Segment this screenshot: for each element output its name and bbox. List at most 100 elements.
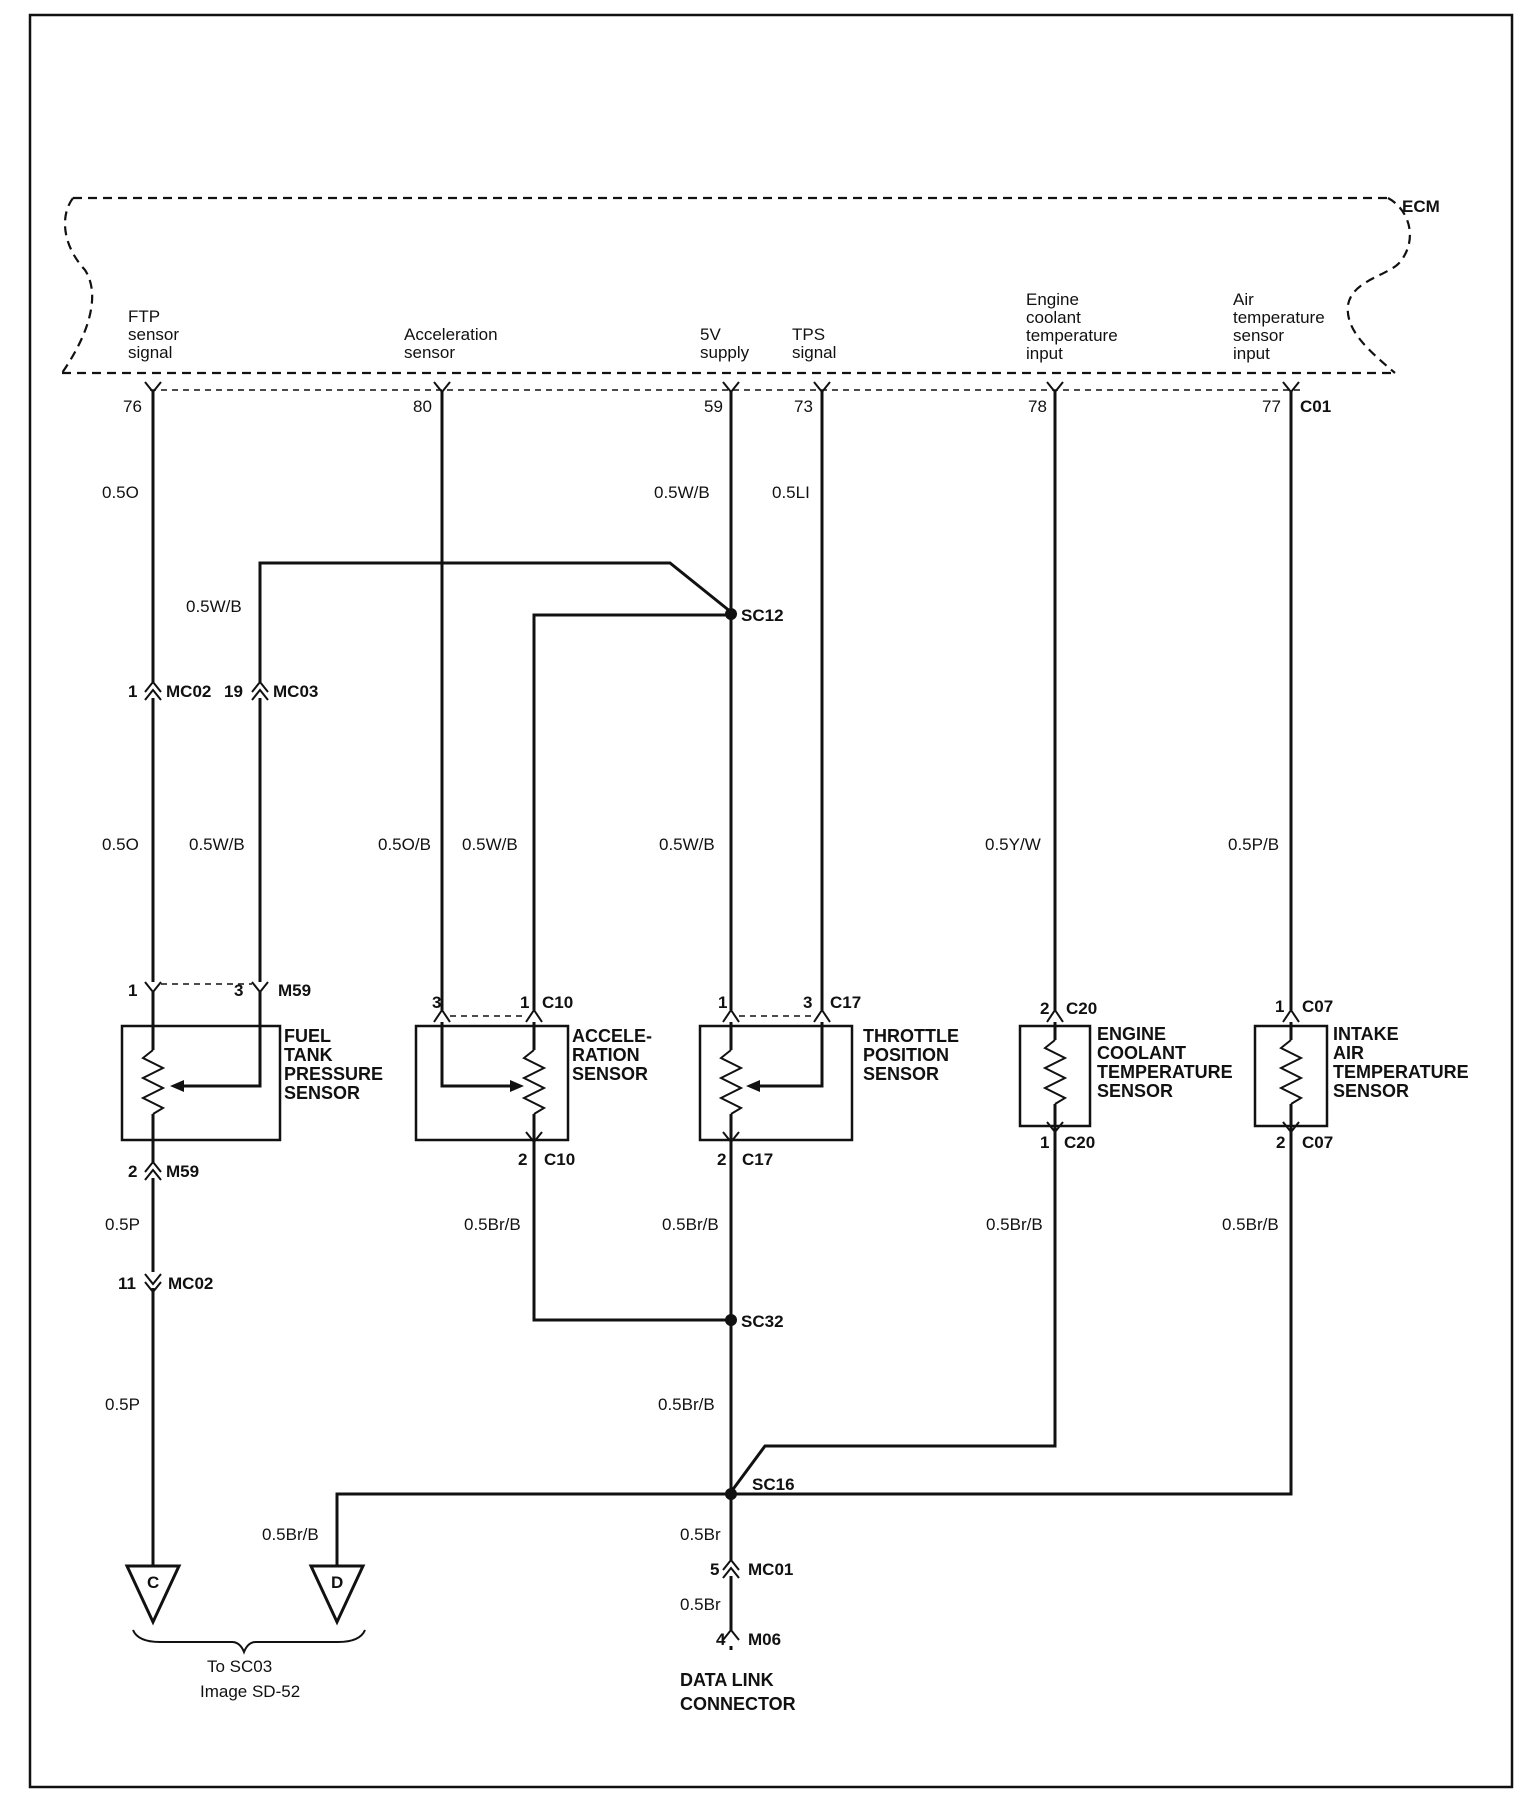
ftp-sensor-label: FUEL TANK PRESSURE SENSOR (284, 1026, 388, 1103)
ecm-pin-label-ect: Engine coolant temperature input (1026, 290, 1122, 363)
wire-label-ftp-supply-mid: 0.5W/B (189, 835, 245, 854)
splice-dot-sc32 (725, 1314, 737, 1326)
ecm-pin-label-accel: Acceleration sensor (404, 325, 502, 362)
connector-mc02-bottom (144, 1273, 162, 1294)
connector-c10-bottom-pin: 2 (518, 1150, 527, 1169)
connector-c10-pin3: 3 (432, 993, 441, 1012)
wire-label-iat-signal: 0.5P/B (1228, 835, 1279, 854)
connector-c17-bottom-name: C17 (742, 1150, 773, 1169)
wire-label-sc32-sc16: 0.5Br/B (658, 1395, 715, 1414)
connector-c10-name: C10 (542, 993, 573, 1012)
wire-label-ftp-mid: 0.5O (102, 835, 139, 854)
wire-label-iat-ground: 0.5Br/B (1222, 1215, 1279, 1234)
connector-c20-top-name: C20 (1066, 999, 1097, 1018)
connector-c07-top-name: C07 (1302, 997, 1333, 1016)
connector-m59-pin1: 1 (128, 981, 137, 1000)
connector-mc01 (722, 1558, 740, 1579)
wire-label-ect-ground: 0.5Br/B (986, 1215, 1043, 1234)
connector-mc02-top-pin: 1 (128, 682, 137, 701)
outer-frame (28, 13, 1514, 1789)
ecm-pin-number-80: 80 (413, 397, 432, 416)
splice-dot-sc16 (725, 1488, 737, 1500)
connector-m59-bottom-name: M59 (166, 1162, 199, 1181)
connector-mc02-bottom-pin: 11 (118, 1274, 136, 1293)
accel-sensor (414, 1008, 570, 1144)
connector-m59-bottom (144, 1160, 162, 1181)
tps-sensor-label: THROTTLE POSITION SENSOR (863, 1026, 964, 1084)
iat-sensor-label: INTAKE AIR TEMPERATURE SENSOR (1333, 1024, 1474, 1101)
wire-label-supply: 0.5W/B (654, 483, 710, 502)
wire-label-ftp-ground-lower: 0.5P (105, 1395, 140, 1414)
connector-mc01-pin: 5 (710, 1560, 719, 1579)
connector-c07-bottom-pin: 2 (1276, 1133, 1285, 1152)
ground-note: To SC03 Image SD-52 (200, 1657, 300, 1701)
wire-label-accel-supply: 0.5W/B (462, 835, 518, 854)
ecm-pin-label-iat: Air temperature sensor input (1233, 290, 1329, 363)
wire-label-ftp-supply-top: 0.5W/B (186, 597, 242, 616)
ftp-sensor (120, 981, 282, 1142)
connector-c17-bottom-pin: 2 (717, 1150, 726, 1169)
wire-label-tps-ground: 0.5Br/B (662, 1215, 719, 1234)
ecm-label: ECM (1402, 197, 1440, 216)
wire-label-ftp-top: 0.5O (102, 483, 139, 502)
connector-m59-pin3: 3 (234, 981, 243, 1000)
ecm-pin-label-supply: 5V supply (700, 325, 750, 362)
ecm-pin-number-73: 73 (794, 397, 813, 416)
dlc-label: DATA LINK CONNECTOR (680, 1670, 796, 1714)
tps-sensor (698, 1008, 854, 1144)
connector-mc03 (251, 680, 269, 701)
connector-c10-bottom-name: C10 (544, 1150, 575, 1169)
ground-brace (132, 1629, 366, 1655)
wire-label-ect-signal: 0.5Y/W (985, 835, 1041, 854)
wire-label-tps-supply: 0.5W/B (659, 835, 715, 854)
connector-c17-name: C17 (830, 993, 861, 1012)
connector-c17-pin1: 1 (718, 993, 727, 1012)
wire-label-tps: 0.5LI (772, 483, 810, 502)
connector-c10-pin1: 1 (520, 993, 529, 1012)
iat-sensor (1253, 1008, 1329, 1134)
wire-label-ftp-ground-upper: 0.5P (105, 1215, 140, 1234)
connector-mc02-top (144, 680, 162, 701)
connector-c20-top-pin: 2 (1040, 999, 1049, 1018)
ecm-pin-number-78: 78 (1028, 397, 1047, 416)
ect-sensor-label: ENGINE COOLANT TEMPERATURE SENSOR (1097, 1024, 1238, 1101)
connector-m59-name: M59 (278, 981, 311, 1000)
connector-c07-top-pin: 1 (1275, 997, 1284, 1016)
ground-c (124, 1564, 182, 1626)
connector-c07-bottom-name: C07 (1302, 1133, 1333, 1152)
ect-sensor (1018, 1008, 1092, 1134)
splice-label-sc12: SC12 (741, 606, 784, 625)
connector-mc01-name: MC01 (748, 1560, 793, 1579)
accel-sensor-label: ACCELE- RATION SENSOR (572, 1026, 657, 1084)
connector-mc03-name: MC03 (273, 682, 318, 701)
ecm-pin-label-ftp: FTP sensor signal (128, 307, 184, 362)
ground-d-label: D (331, 1573, 343, 1592)
splice-label-sc16: SC16 (752, 1475, 795, 1494)
wire-label-dlc-lower: 0.5Br (680, 1595, 721, 1614)
connector-mc02-top-name: MC02 (166, 682, 211, 701)
splice-label-sc32: SC32 (741, 1312, 784, 1331)
ecm-boundary (61, 196, 1411, 391)
wires (151, 392, 1293, 1650)
connector-m06-name: M06 (748, 1630, 781, 1649)
connector-m06-pin: 4 (716, 1630, 726, 1649)
ecm-connector-c01: C01 (1300, 397, 1331, 416)
wire-label-accel-signal: 0.5O/B (378, 835, 431, 854)
ecm-pin-label-tps: TPS signal (792, 325, 836, 362)
connector-mc02-bottom-name: MC02 (168, 1274, 213, 1293)
ground-d (308, 1564, 366, 1626)
connector-mc03-pin: 19 (224, 682, 243, 701)
connector-m06 (722, 1628, 740, 1641)
connector-m59-bottom-pin: 2 (128, 1162, 137, 1181)
ecm-pin-number-77: 77 (1262, 397, 1281, 416)
ecm-pin-number-76: 76 (123, 397, 142, 416)
wire-label-d-ground: 0.5Br/B (262, 1525, 319, 1544)
connector-c20-bottom-pin: 1 (1040, 1133, 1049, 1152)
connector-c20-bottom-name: C20 (1064, 1133, 1095, 1152)
wire-label-dlc-upper: 0.5Br (680, 1525, 721, 1544)
ground-c-label: C (147, 1573, 159, 1592)
ecm-pin-number-59: 59 (704, 397, 723, 416)
connector-c17-pin3: 3 (803, 993, 812, 1012)
wire-label-accel-ground: 0.5Br/B (464, 1215, 521, 1234)
